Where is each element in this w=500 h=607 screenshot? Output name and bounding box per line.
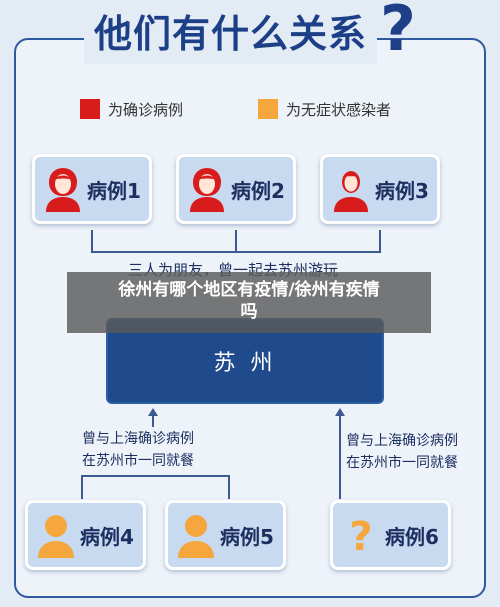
case-card-1: 病例1 xyxy=(32,154,152,224)
case-card-3: 病例3 xyxy=(320,154,440,224)
legend-item-confirmed: 为确诊病例 xyxy=(80,97,183,121)
connector-line xyxy=(81,475,83,499)
case-card-2: 病例2 xyxy=(176,154,296,224)
city-label: 苏 州 xyxy=(213,351,277,376)
person-icon xyxy=(38,515,74,558)
note-left-line-2: 在苏州市一同就餐 xyxy=(82,453,194,469)
overlay-line-1: 徐州有哪个地区有疫情/徐州有疾情 xyxy=(118,280,380,300)
connector-line xyxy=(379,230,381,252)
case-label: 病例4 xyxy=(80,524,134,549)
question-mark: ? xyxy=(380,0,416,65)
connector-line xyxy=(91,251,381,253)
connector-line xyxy=(81,475,230,477)
overlay-line-2: 吗 xyxy=(240,302,258,322)
note-right-line-1: 曾与上海确诊病例 xyxy=(346,433,458,449)
case-card-5: 病例5 xyxy=(165,500,286,570)
case-label: 病例1 xyxy=(87,178,141,203)
legend-swatch-asymptomatic xyxy=(258,99,278,119)
article-title-overlay: 徐州有哪个地区有疫情/徐州有疾情 吗 xyxy=(67,272,431,333)
legend-label-asymptomatic: 为无症状感染者 xyxy=(286,100,392,119)
connector-line xyxy=(228,475,230,499)
svg-text:?: ? xyxy=(349,514,372,558)
case-label: 病例6 xyxy=(385,524,439,549)
note-right-line-2: 在苏州市一同就餐 xyxy=(346,455,458,471)
legend-item-asymptomatic: 为无症状感染者 xyxy=(258,97,391,121)
legend-swatch-confirmed xyxy=(80,99,100,119)
diagram-title: 他们有什么关系 xyxy=(84,4,378,64)
connector-line xyxy=(91,230,93,252)
case-card-6: ? 病例6 xyxy=(330,500,451,570)
person-icon xyxy=(46,168,80,212)
person-icon xyxy=(190,168,224,212)
connector-line xyxy=(152,415,154,427)
connector-line xyxy=(339,415,341,427)
note-left-line-1: 曾与上海确诊病例 xyxy=(82,431,194,447)
connector-line xyxy=(235,230,237,252)
legend-label-confirmed: 为确诊病例 xyxy=(108,100,184,119)
connector-line xyxy=(339,427,341,499)
question-icon: ? xyxy=(349,514,372,558)
case-card-4: 病例4 xyxy=(25,500,146,570)
person-icon xyxy=(334,171,368,212)
case-label: 病例2 xyxy=(231,178,285,203)
person-icon xyxy=(178,515,214,558)
case-label: 病例3 xyxy=(375,178,429,203)
arrow-up-right xyxy=(335,408,345,416)
arrow-up-left xyxy=(148,408,158,416)
case-label: 病例5 xyxy=(220,524,274,549)
